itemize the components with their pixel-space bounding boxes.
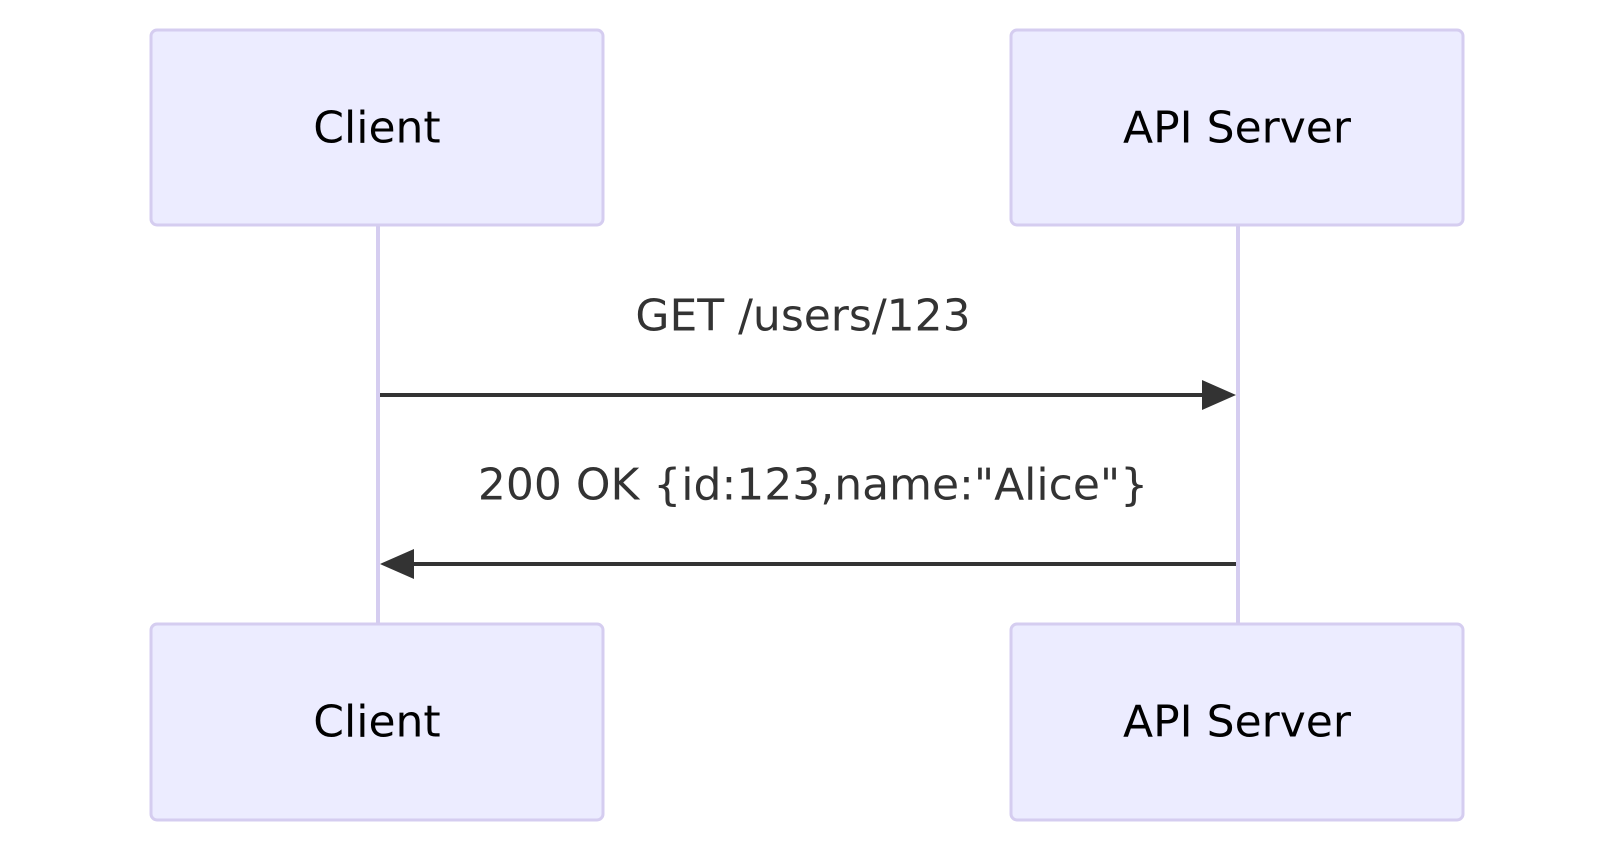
actor-label: API Server <box>1123 697 1352 748</box>
actor-api-server-top[interactable]: API Server <box>1009 28 1465 227</box>
actor-box <box>149 622 605 822</box>
actor-client-top[interactable]: Client <box>149 28 605 227</box>
actor-label: Client <box>313 103 440 154</box>
message-response: 200 OK {id:123,name:"Alice"} <box>380 460 1236 579</box>
message-label: 200 OK {id:123,name:"Alice"} <box>478 460 1148 511</box>
actor-api-server-bottom[interactable]: API Server <box>1009 622 1465 822</box>
actor-box <box>149 28 605 227</box>
message-request: GET /users/123 <box>380 291 1236 410</box>
actor-client-bottom[interactable]: Client <box>149 622 605 822</box>
arrowhead-left-icon <box>380 549 414 579</box>
message-label: GET /users/123 <box>635 291 970 342</box>
arrowhead-right-icon <box>1202 380 1236 410</box>
actor-box <box>1009 622 1465 822</box>
actor-label: API Server <box>1123 103 1352 154</box>
actor-label: Client <box>313 697 440 748</box>
actor-box <box>1009 28 1465 227</box>
